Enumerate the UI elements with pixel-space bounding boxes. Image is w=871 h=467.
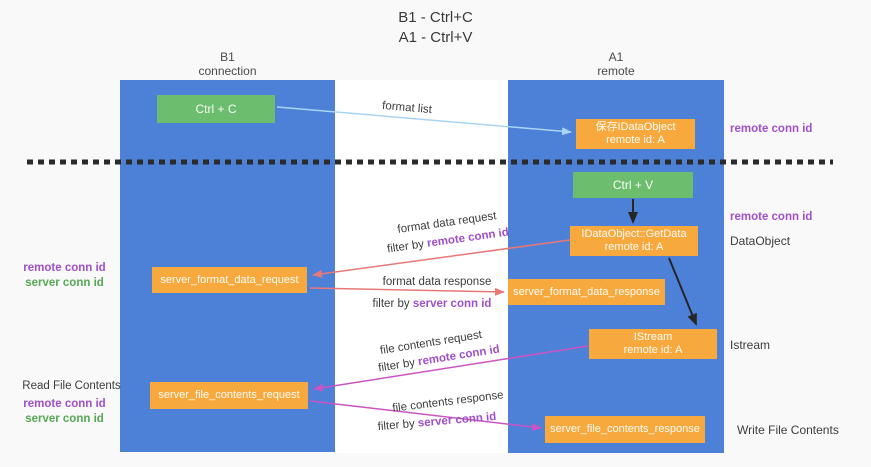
node-istream-line2: remote id: A [623,344,683,356]
node-idataobject-getdata-line2: remote id: A [604,241,664,253]
annotation-dataobject: DataObject [730,234,791,248]
node-save-idataobject-line2: remote id: A [606,134,665,146]
lane-a1-name: A1 [608,50,624,64]
node-ctrl-c: Ctrl + C [157,95,275,123]
annotation-write-file-contents: Write File Contents [737,423,839,437]
title-line-1: B1 - Ctrl+C [398,9,473,26]
node-save-idataobject-line1: 保存IDataObject [595,121,676,133]
node-istream-line1: IStream [633,331,673,343]
page-title: B1 - Ctrl+C A1 - Ctrl+V [0,8,871,48]
annotation-istream: Istream [730,338,771,352]
node-ctrl-v-label: Ctrl + V [612,177,654,192]
annotation-server-conn-id-left-1: server conn id [25,277,104,289]
node-server-file-contents-request: server_file_contents_request [150,382,308,409]
annotation-remote-conn-id-left-1: remote conn id [23,262,106,274]
node-save-idataobject: 保存IDataObject remote id: A [576,119,695,149]
annotation-server-conn-id-left-2: server conn id [25,413,104,425]
annotation-remote-conn-id-left-2: remote conn id [23,398,106,410]
node-server-file-contents-response: server_file_contents_response [545,416,705,443]
node-ctrl-c-label: Ctrl + C [195,101,237,116]
node-idataobject-getdata-line1: IDataObject::GetData [581,228,687,240]
node-server-format-data-response: server_format_data_response [508,279,665,305]
filter-server-conn-id: server conn id [412,298,492,310]
node-server-file-contents-request-label: server_file_contents_request [158,389,300,401]
node-server-format-data-response-label: server_format_data_response [513,285,660,298]
lane-b1-name: B1 [220,50,235,64]
annotation-conn-ids-left-2: remote conn id server conn id [8,397,121,427]
lane-b1-subtitle: connection [198,64,257,78]
node-idataobject-getdata: IDataObject::GetData remote id: A [570,226,698,256]
label-format-data-response: format data response [382,276,492,288]
node-ctrl-v: Ctrl + V [573,172,693,198]
filter-by-text: filter by [372,298,410,310]
lane-a1-subtitle: remote [597,64,635,78]
title-line-2: A1 - Ctrl+V [398,29,473,46]
node-istream: IStream remote id: A [589,329,717,359]
node-server-format-data-request-label: server_format_data_request [160,273,299,286]
annotation-read-file-contents: Read File Contents [22,380,121,392]
label-filter-format-response: filter by server conn id [373,298,492,310]
annotation-remote-conn-id-right-1: remote conn id [730,123,813,135]
node-server-file-contents-response-label: server_file_contents_response [550,423,700,435]
node-server-format-data-request: server_format_data_request [152,267,307,293]
annotation-remote-conn-id-right-2: remote conn id [730,211,813,223]
lane-a1-header: A1 remote [508,50,724,78]
lane-b1-header: B1 connection [120,50,335,78]
annotation-conn-ids-left-1: remote conn id server conn id [8,261,121,291]
